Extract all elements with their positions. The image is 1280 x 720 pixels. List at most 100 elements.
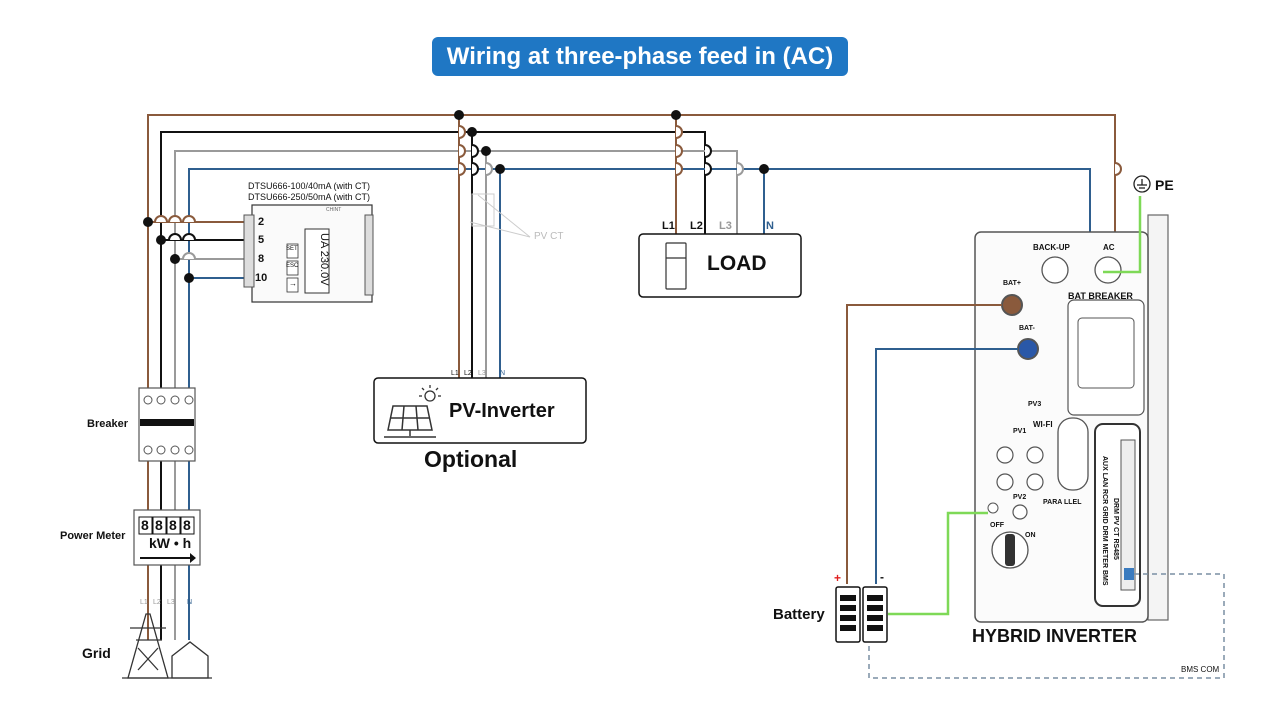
battery-bar [840, 595, 856, 601]
hybrid-inverter-label: HYBRID INVERTER [972, 626, 1138, 646]
battery-pack [835, 586, 888, 643]
hump [704, 144, 712, 176]
hump [182, 252, 196, 260]
battery-bar [840, 615, 856, 621]
battery-bar [840, 605, 856, 611]
load-phase-l3: L3 [719, 220, 732, 232]
left-breaker [138, 387, 196, 462]
pv-ct-box [471, 193, 495, 227]
meter-brand: CHINT [326, 207, 342, 213]
pv1-port [996, 446, 1014, 464]
grid-phase-n: N [187, 599, 193, 606]
inverter-pv2-label: PV2 [1013, 494, 1027, 501]
breaker-screw [143, 395, 153, 405]
power-meter-digit-box [166, 516, 181, 535]
meter-set-btn: SET [286, 246, 298, 252]
meter-right-terminals [364, 214, 374, 296]
junction-dot [156, 235, 166, 245]
pv-inverter-label: PV-Inverter [449, 400, 555, 422]
pv1-port [1026, 446, 1044, 464]
breaker-screw [156, 395, 166, 405]
hump [471, 144, 479, 176]
fridge-icon [665, 242, 687, 290]
breaker-screw [170, 445, 180, 455]
inverter-pv3-label: PV3 [1028, 401, 1042, 408]
inverter-wifi-label: WI-FI [1033, 420, 1053, 429]
sun-ray [435, 387, 439, 391]
pv-inverter-box [373, 377, 587, 444]
power-meter-digit: 8 [169, 517, 177, 533]
grid-phase-l1: L1 [140, 599, 148, 606]
meter-terminal-8: 8 [258, 253, 265, 265]
breaker-screw [184, 395, 194, 405]
inverter-on-label: ON [1025, 532, 1036, 539]
power-meter-digit-box [152, 516, 167, 535]
wire-bat-minus [875, 348, 1018, 584]
power-meter-label: Power Meter [60, 530, 126, 542]
battery-minus: - [880, 570, 884, 584]
inverter-backup-label: BACK-UP [1033, 243, 1070, 252]
meter-terminal-10: 10 [255, 272, 268, 284]
grid-label: Grid [82, 645, 111, 661]
wire-battery-ground [888, 511, 988, 616]
inverter-off-label: OFF [990, 522, 1004, 529]
pv-ct-ghost [469, 193, 531, 238]
pv2-port [1026, 473, 1044, 491]
bms-port [1124, 568, 1134, 580]
battery-bar [867, 615, 883, 621]
ac-port [1094, 256, 1122, 284]
grid-phase-l2: L2 [153, 599, 161, 606]
wifi-module [1057, 417, 1089, 491]
ground-screw [987, 502, 999, 514]
junction-dot [495, 164, 505, 174]
load-phase-l2: L2 [690, 220, 703, 232]
hump [168, 233, 196, 241]
pv-phase-l2: L2 [464, 370, 472, 377]
pv-ct-line [477, 194, 531, 238]
inverter-ac-label: AC [1103, 243, 1115, 252]
wire-bat-plus [846, 304, 1002, 584]
battery-bar [867, 595, 883, 601]
inverter-parallel-label: PARA LLEL [1043, 499, 1082, 506]
breaker-screw [156, 445, 166, 455]
load-label: LOAD [707, 252, 767, 275]
pv-inverter-frame [373, 377, 587, 444]
inverter-comm-row: DRM PV CT RS485 [1112, 498, 1119, 560]
panel-outline [387, 405, 433, 431]
bat-breaker-window [1077, 317, 1135, 389]
battery-label: Battery [773, 606, 825, 623]
meter-btn [286, 277, 299, 293]
sun-ray [421, 387, 425, 391]
hump [485, 162, 493, 176]
power-meter-digit-box [180, 516, 195, 535]
solar-panel-icon [384, 405, 436, 438]
power-meter-arrow [140, 553, 196, 563]
meter-esc-btn: ESC [286, 263, 299, 269]
breaker-handle-bar [140, 419, 194, 426]
load-box [638, 233, 802, 298]
dc-switch-handle [1005, 534, 1015, 566]
bms-com-cable [868, 573, 1225, 679]
battery-wiring [846, 304, 1225, 679]
meter-terminal-2: 2 [258, 216, 265, 228]
panel-grid [401, 405, 405, 431]
hump [154, 215, 196, 223]
junction-dot [671, 110, 681, 120]
pe-label: PE [1155, 177, 1174, 193]
page-title: Wiring at three-phase feed in (AC) [432, 37, 848, 76]
battery-bar [867, 605, 883, 611]
pv2-port [996, 473, 1014, 491]
pv-ct-line [469, 221, 531, 238]
hump [1114, 162, 1122, 176]
pv-phase-l3: L3 [478, 370, 486, 377]
left-power-meter [133, 509, 201, 566]
wire-l2-black [160, 131, 706, 640]
load-phase-l1: L1 [662, 220, 675, 232]
junction-dot [481, 146, 491, 156]
meter-terminal-strip [243, 214, 255, 288]
inverter-pv1-label: PV1 [1013, 428, 1027, 435]
wire-pe-green [1103, 196, 1142, 274]
hybrid-inverter [974, 214, 1169, 623]
meter-model-1: DTSU666-100/40mA (with CT) [248, 181, 371, 191]
